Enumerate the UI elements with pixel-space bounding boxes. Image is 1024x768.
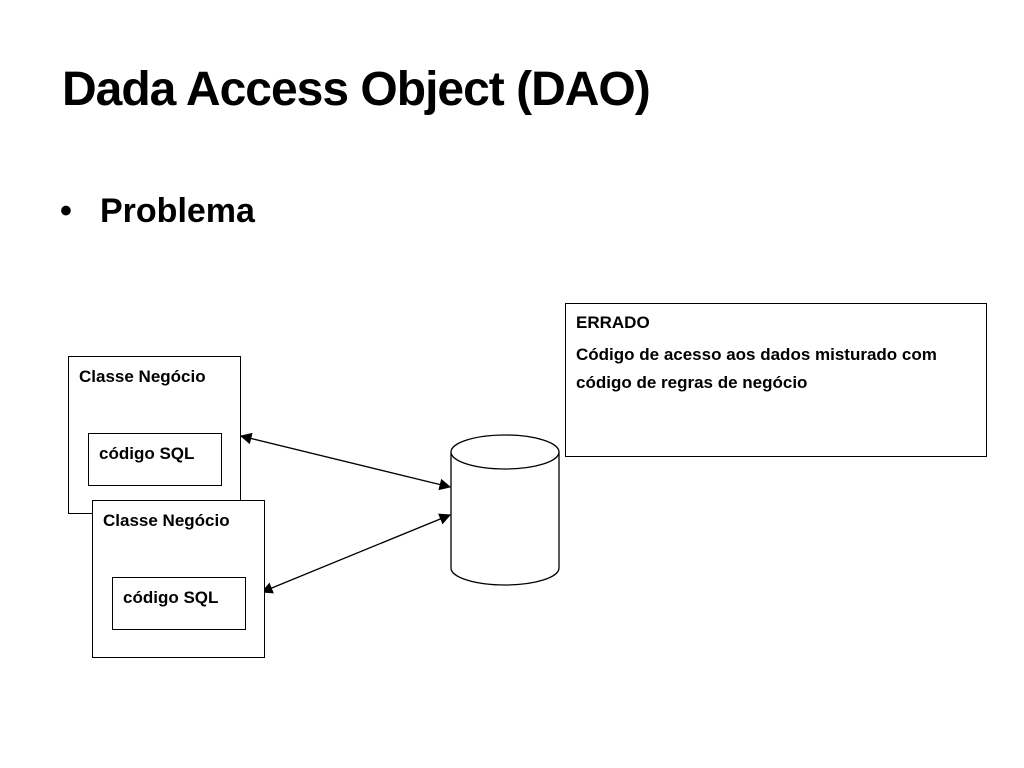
business-class-label: Classe Negócio bbox=[79, 367, 206, 386]
business-class-label: Classe Negócio bbox=[103, 511, 230, 530]
business-class-box: Classe Negócio código SQL bbox=[92, 500, 265, 658]
sql-code-box: código SQL bbox=[88, 433, 222, 486]
error-note-title: ERRADO bbox=[576, 313, 650, 332]
business-class-box: Classe Negócio código SQL bbox=[68, 356, 241, 514]
sql-code-label: código SQL bbox=[99, 444, 195, 463]
bullet-item: • Problema bbox=[60, 192, 255, 231]
database-icon bbox=[450, 434, 560, 586]
sql-code-box: código SQL bbox=[112, 577, 246, 630]
bullet-text: Problema bbox=[100, 192, 255, 230]
arrow-class2-to-database bbox=[260, 513, 452, 594]
error-note-text: Código de acesso aos dados misturado com… bbox=[576, 345, 937, 392]
sql-code-label: código SQL bbox=[123, 588, 219, 607]
arrow-class1-to-database bbox=[239, 432, 452, 491]
bullet-dot: • bbox=[60, 192, 72, 230]
error-note-box: ERRADO Código de acesso aos dados mistur… bbox=[565, 303, 987, 457]
slide-title: Dada Access Object (DAO) bbox=[62, 63, 651, 116]
